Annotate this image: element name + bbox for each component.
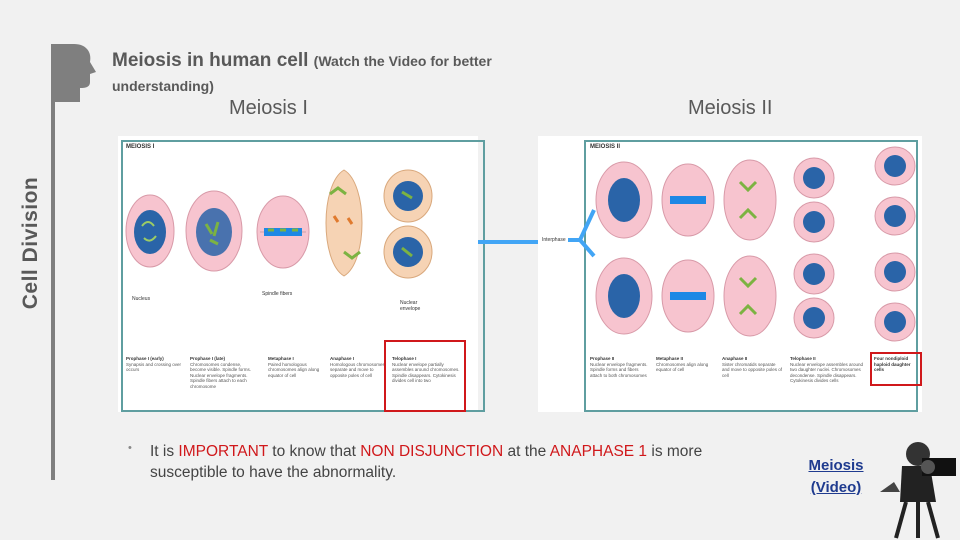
side-title: Cell Division — [19, 128, 45, 358]
caption-prophase-early: Prophase I (early)Synapsis and crossing … — [126, 356, 182, 373]
daughter-cells-highlight — [870, 352, 922, 386]
side-accent-bar — [51, 44, 55, 480]
cell-telophase-1 — [380, 166, 436, 282]
head-profile-icon — [52, 42, 98, 104]
telophase-1-highlight — [384, 340, 466, 412]
interphase-label: Interphase — [542, 237, 566, 243]
cell-prophase-early — [122, 186, 178, 276]
title-note: (Watch the Video for better — [314, 53, 492, 69]
caption-prophase-late: Prophase I (late)Chromosomes condense, b… — [190, 356, 252, 389]
heading-meiosis-2: Meiosis II — [688, 97, 772, 120]
cell-prophase-late — [182, 184, 246, 278]
spindle-label: Spindle fibers — [262, 291, 292, 297]
slide-title: Meiosis in human cell (Watch the Video f… — [112, 50, 492, 72]
interphase-connector-line — [478, 240, 544, 244]
heading-meiosis-1: Meiosis I — [229, 97, 308, 120]
title-note-continued: understanding) — [112, 78, 214, 94]
cell-metaphase-1 — [254, 188, 312, 276]
daughter-cells — [872, 144, 918, 344]
cell-anaphase-1 — [316, 164, 372, 282]
nondisjunction-note: It is IMPORTANT to know that NON DISJUNC… — [150, 441, 760, 483]
diagram-label: MEIOSIS I — [126, 144, 154, 150]
diagram-label: MEIOSIS II — [590, 144, 620, 150]
nuclear-envelope-label: Nuclear envelope — [400, 300, 420, 312]
title-main-text: Meiosis in human cell — [112, 50, 308, 71]
nucleus-label: Nucleus — [132, 296, 150, 302]
meiosis-1-diagram: MEIOSIS I Nucleus Spindle fibers Nuclear… — [118, 136, 478, 412]
meiosis-2-top-row — [592, 154, 858, 246]
cameraman-icon — [872, 432, 960, 540]
meiosis-2-bottom-row — [592, 250, 858, 342]
meiosis-video-link[interactable]: Meiosis (Video) — [796, 455, 876, 499]
bullet: • — [128, 442, 132, 454]
